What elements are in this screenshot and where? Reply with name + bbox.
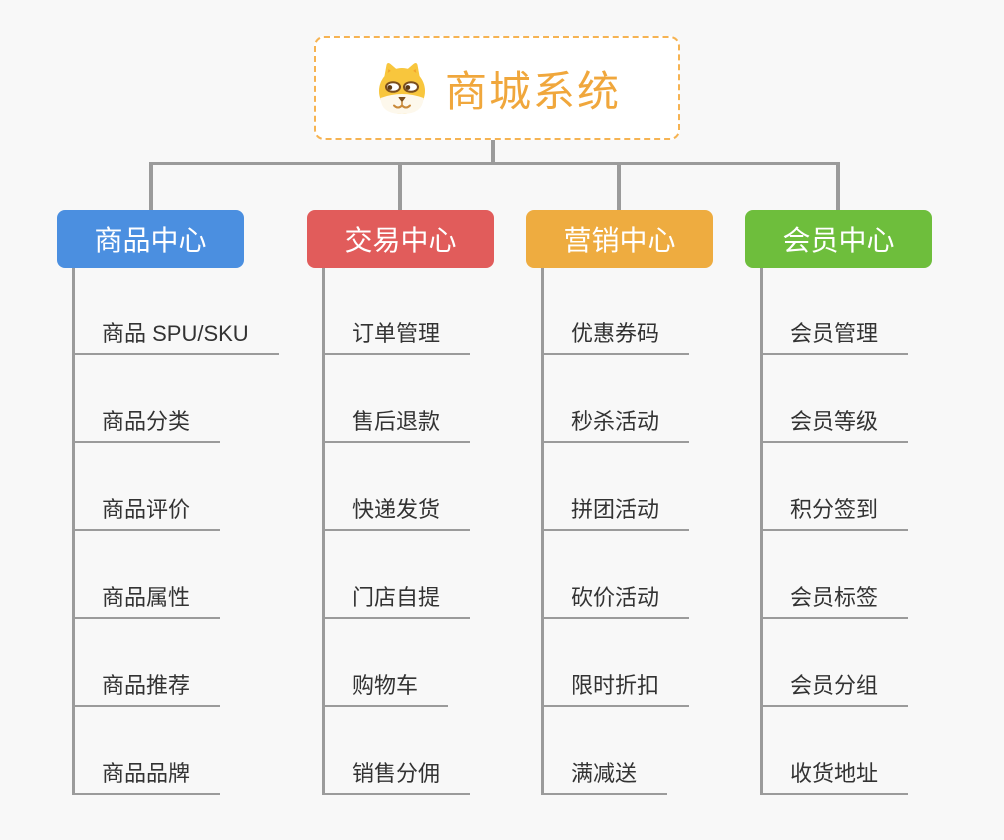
child-node[interactable]: 商品分类 [72,409,221,443]
child-node[interactable]: 积分签到 [760,497,909,531]
child-node[interactable]: 销售分佣 [322,761,471,795]
child-node[interactable]: 商品 SPU/SKU [72,321,279,355]
child-node[interactable]: 会员等级 [760,409,909,443]
child-node[interactable]: 商品推荐 [72,673,221,707]
child-node[interactable]: 门店自提 [322,585,471,619]
child-node[interactable]: 订单管理 [322,321,471,355]
connector-root-drop [491,138,495,164]
branch-node-trade-center[interactable]: 交易中心 [307,210,494,268]
connector-drop-branch-2 [398,162,402,210]
connector-drop-branch-1 [149,162,153,210]
branch-node-marketing-center[interactable]: 营销中心 [526,210,713,268]
child-node[interactable]: 售后退款 [322,409,471,443]
child-node[interactable]: 收货地址 [760,761,909,795]
child-node[interactable]: 拼团活动 [541,497,690,531]
connector-drop-branch-3 [617,162,621,210]
branch-node-product-center[interactable]: 商品中心 [57,210,244,268]
branch-children-marketing-center: 优惠券码 秒杀活动 拼团活动 砍价活动 限时折扣 满减送 [541,268,690,795]
branch-children-trade-center: 订单管理 售后退款 快递发货 门店自提 购物车 销售分佣 [322,268,471,795]
root-node[interactable]: 商城系统 [314,36,680,140]
child-node[interactable]: 商品属性 [72,585,221,619]
branch-node-member-center[interactable]: 会员中心 [745,210,932,268]
branch-children-product-center: 商品 SPU/SKU 商品分类 商品评价 商品属性 商品推荐 商品品牌 [72,268,279,795]
root-title: 商城系统 [444,67,621,115]
child-node[interactable]: 会员标签 [760,585,909,619]
child-node[interactable]: 快递发货 [322,497,471,531]
child-node[interactable]: 会员分组 [760,673,909,707]
child-node[interactable]: 砍价活动 [541,585,690,619]
branch-children-member-center: 会员管理 会员等级 积分签到 会员标签 会员分组 收货地址 [760,268,909,795]
child-node[interactable]: 秒杀活动 [541,409,690,443]
child-node[interactable]: 会员管理 [760,321,909,355]
child-node[interactable]: 限时折扣 [541,673,690,707]
connector-trunk [149,162,840,165]
child-node[interactable]: 满减送 [541,761,668,795]
dog-icon [373,61,431,115]
child-node[interactable]: 优惠券码 [541,321,690,355]
child-node[interactable]: 商品评价 [72,497,221,531]
child-node[interactable]: 购物车 [322,673,449,707]
child-node[interactable]: 商品品牌 [72,761,221,795]
connector-drop-branch-4 [836,162,840,210]
